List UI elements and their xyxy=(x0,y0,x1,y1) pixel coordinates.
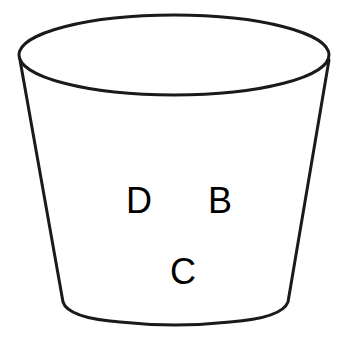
bucket-rim xyxy=(19,15,329,95)
bucket-body xyxy=(20,60,329,325)
part-letter: D xyxy=(126,183,152,219)
part-letter: B xyxy=(208,183,232,219)
part-letter: C xyxy=(170,254,196,290)
